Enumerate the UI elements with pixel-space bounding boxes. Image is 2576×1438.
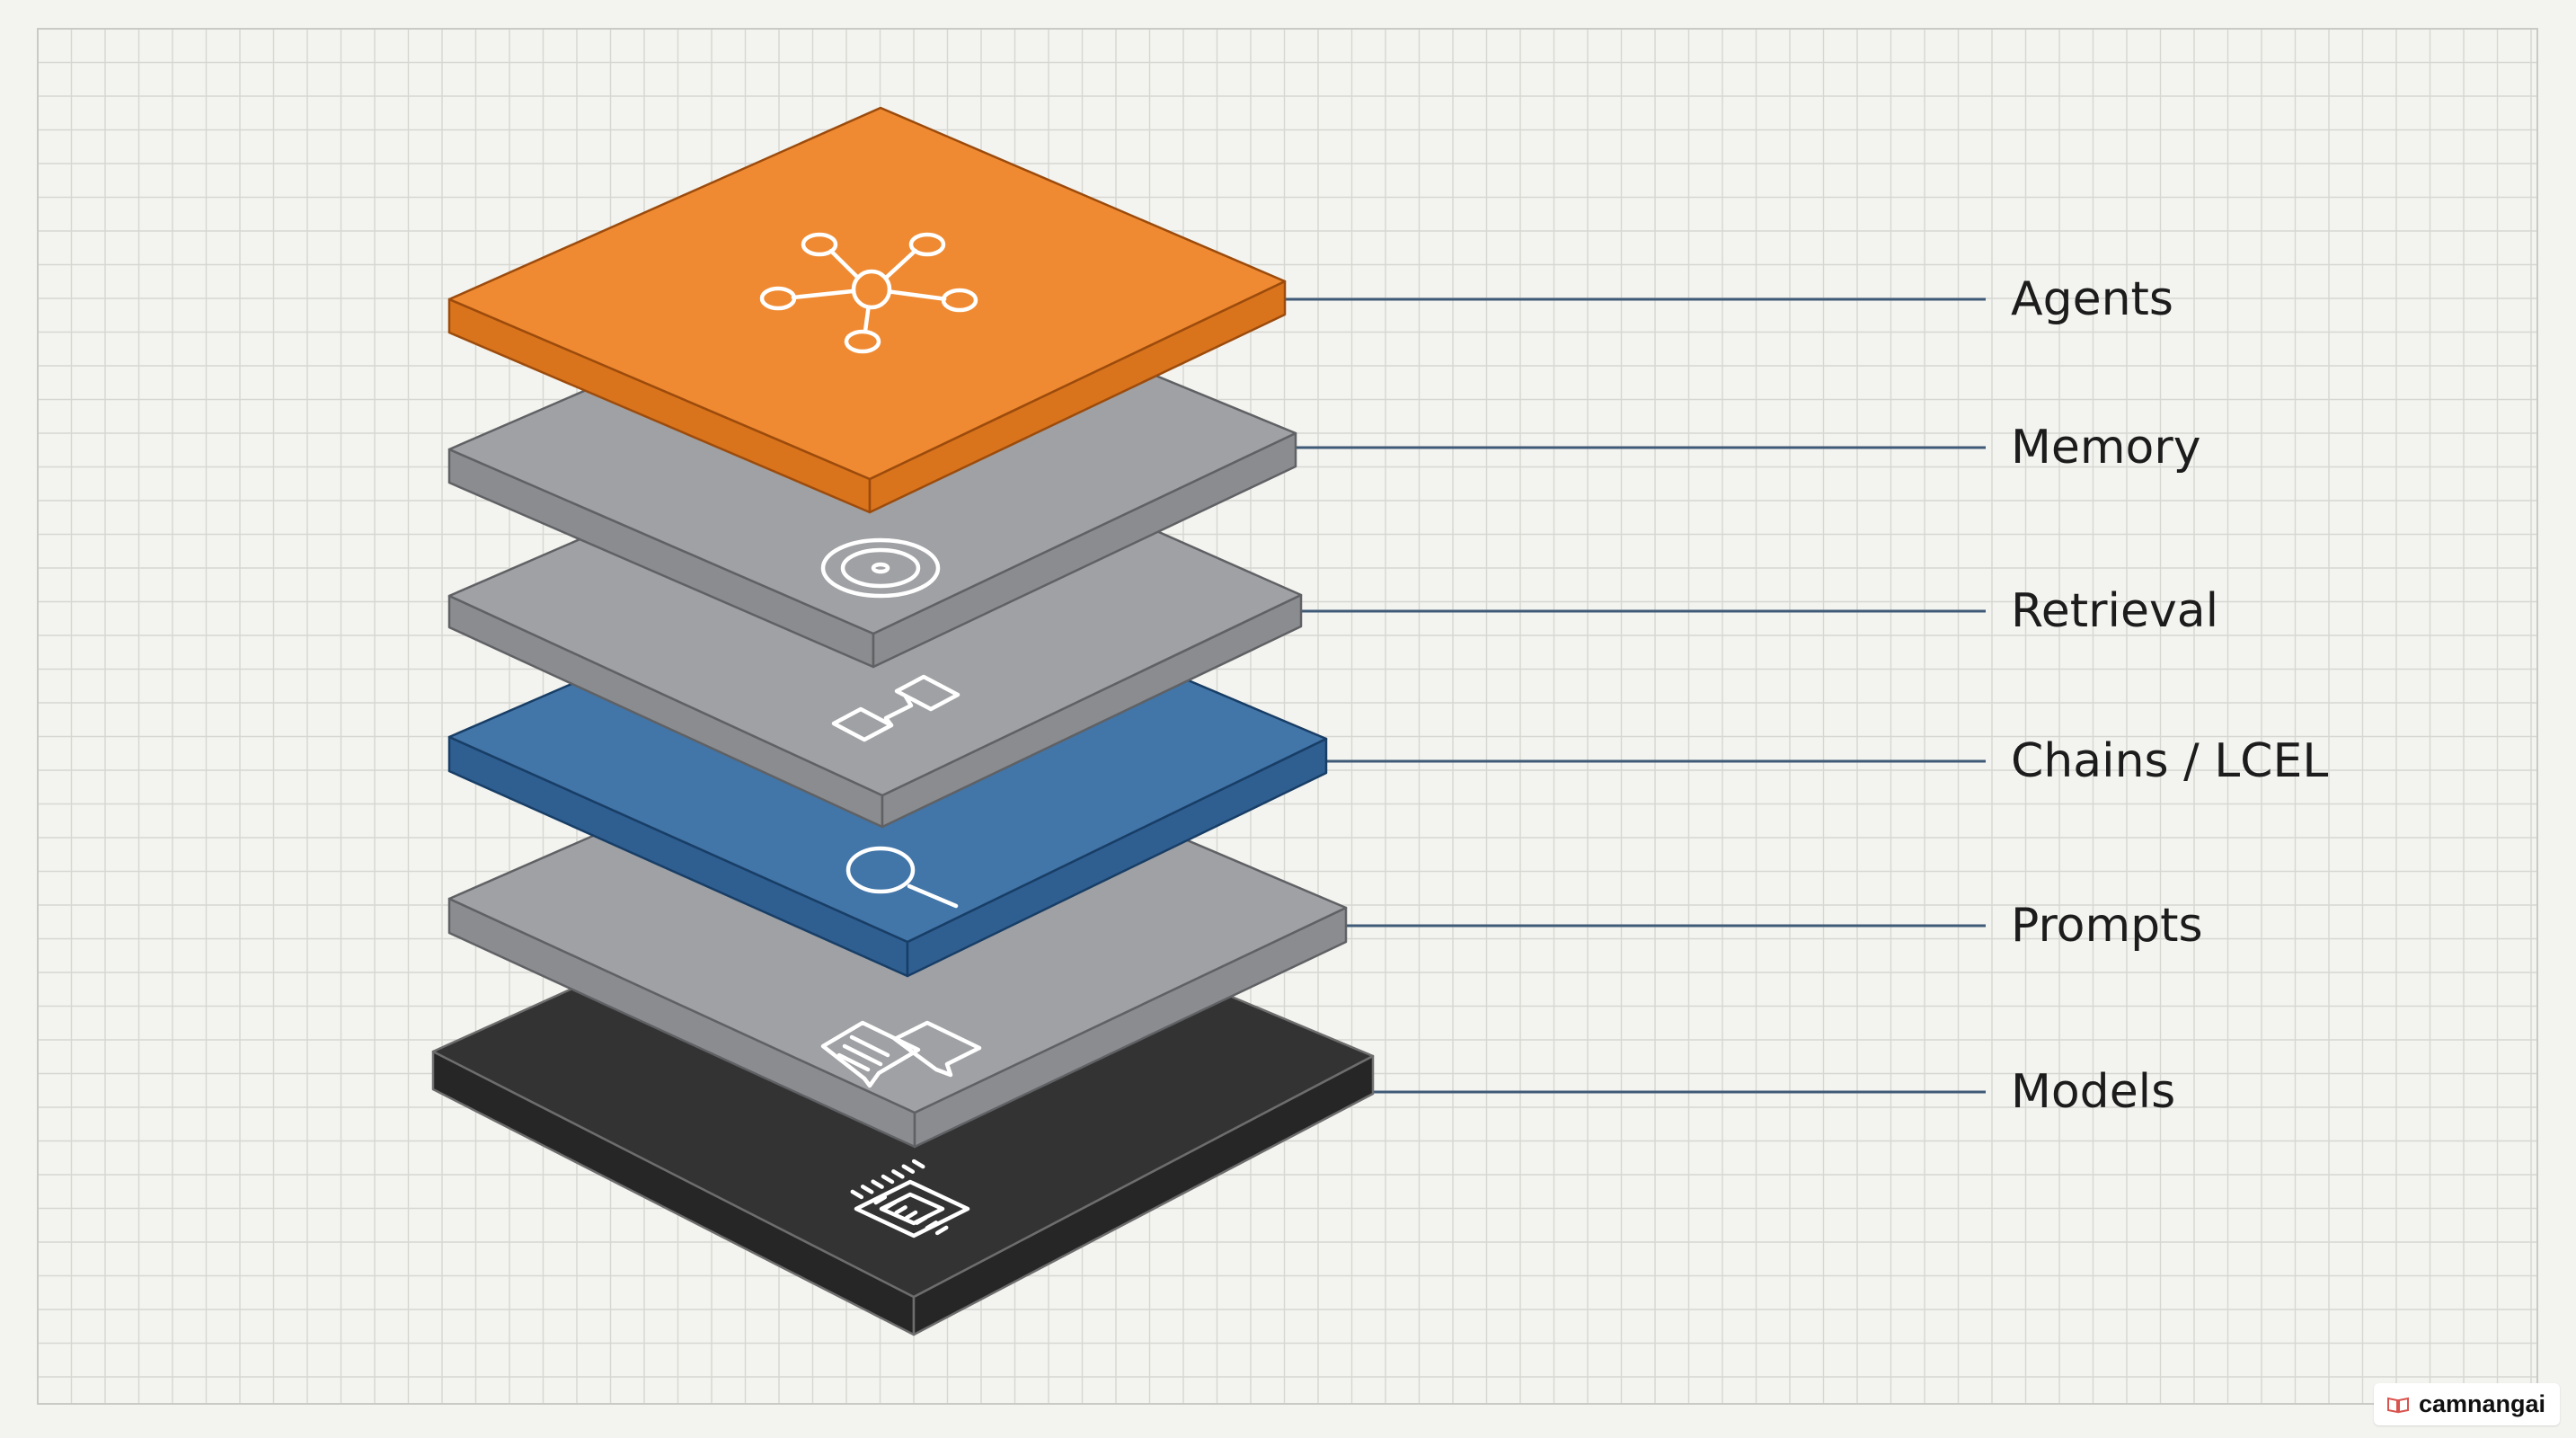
layer-label-memory: Memory [2011,421,2201,475]
layer-stack [431,106,1375,1336]
background-grid [37,28,2537,1404]
linked-blocks-icon [831,674,960,742]
watermark-text: camnangai [2418,1390,2545,1417]
layer-label-chains: Chains / LCEL [2011,734,2329,788]
layer-label-retrieval: Retrieval [2011,584,2219,638]
cpu-chip-icon [850,1158,970,1238]
network-nodes-icon [759,232,978,354]
diagram-frame [37,28,2538,1405]
layer-slab-0 [447,106,1287,514]
layer-label-models: Models [2011,1065,2176,1119]
connector-lines [1285,297,1986,1094]
magnifier-icon [845,846,959,909]
layer-label-prompts: Prompts [2011,899,2203,953]
layer-label-agents: Agents [2011,272,2174,326]
disc-icon [820,537,941,599]
chat-bubbles-icon [820,1020,982,1088]
book-icon [2386,1397,2409,1413]
watermark-badge: camnangai [2373,1383,2560,1425]
